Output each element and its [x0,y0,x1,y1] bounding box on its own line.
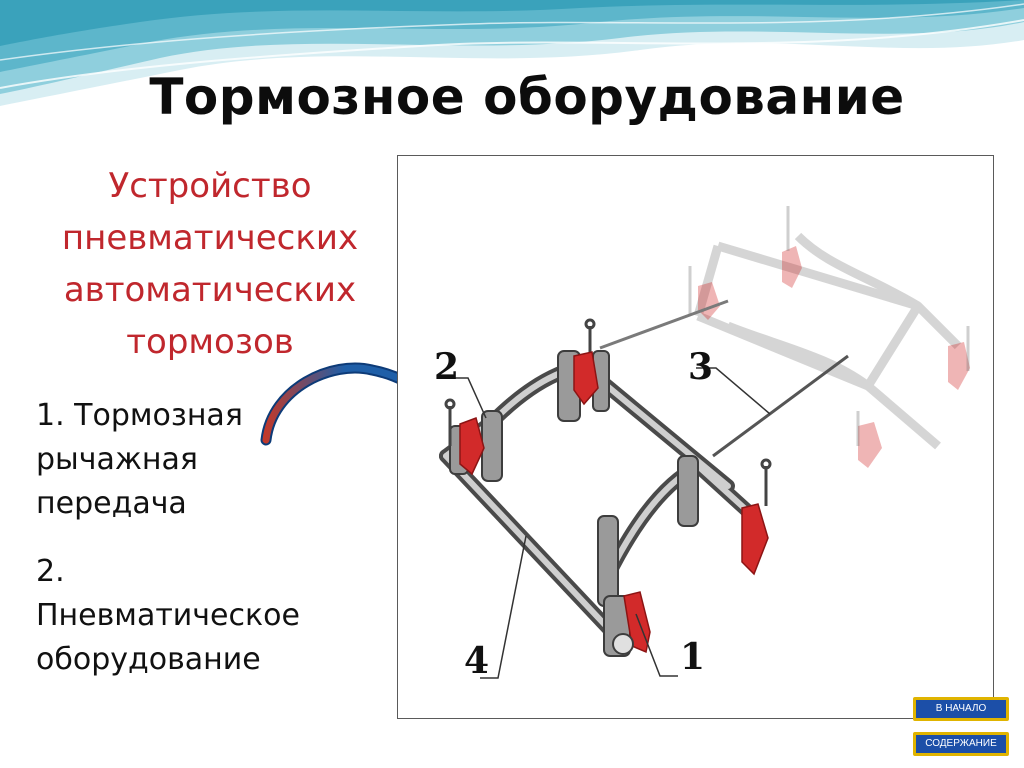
slide-subtitle: Устройство пневматических автоматических… [22,160,398,368]
list-item-line: рычажная [36,442,198,477]
callout-label-1: 1 [680,636,706,678]
callout-label-2: 2 [434,346,460,388]
home-button[interactable]: В НАЧАЛО [913,697,1009,721]
brake-rigging-illustration: 1 2 3 4 [397,155,994,719]
list-item-line: 1. Тормозная [36,398,243,433]
list-item-line: оборудование [36,642,261,677]
callout-label-3: 3 [688,346,714,388]
brake-rigging-diagram [439,206,970,679]
callout-label-4: 4 [464,640,490,682]
list-item-line: передача [36,486,187,521]
slide-title: Тормозное оборудование [149,68,905,126]
list-item-line: Пневматическое [36,598,300,633]
subtitle-line: пневматических [61,218,359,258]
decorative-waves [0,0,1024,106]
list-item-line: 2. [36,554,65,589]
content-list: 1. Тормозная рычажная передача 2. Пневма… [36,394,356,682]
subtitle-line: автоматических [63,270,357,310]
contents-button[interactable]: СОДЕРЖАНИЕ [913,732,1009,756]
subtitle-line: тормозов [126,322,294,362]
subtitle-line: Устройство [108,166,312,206]
